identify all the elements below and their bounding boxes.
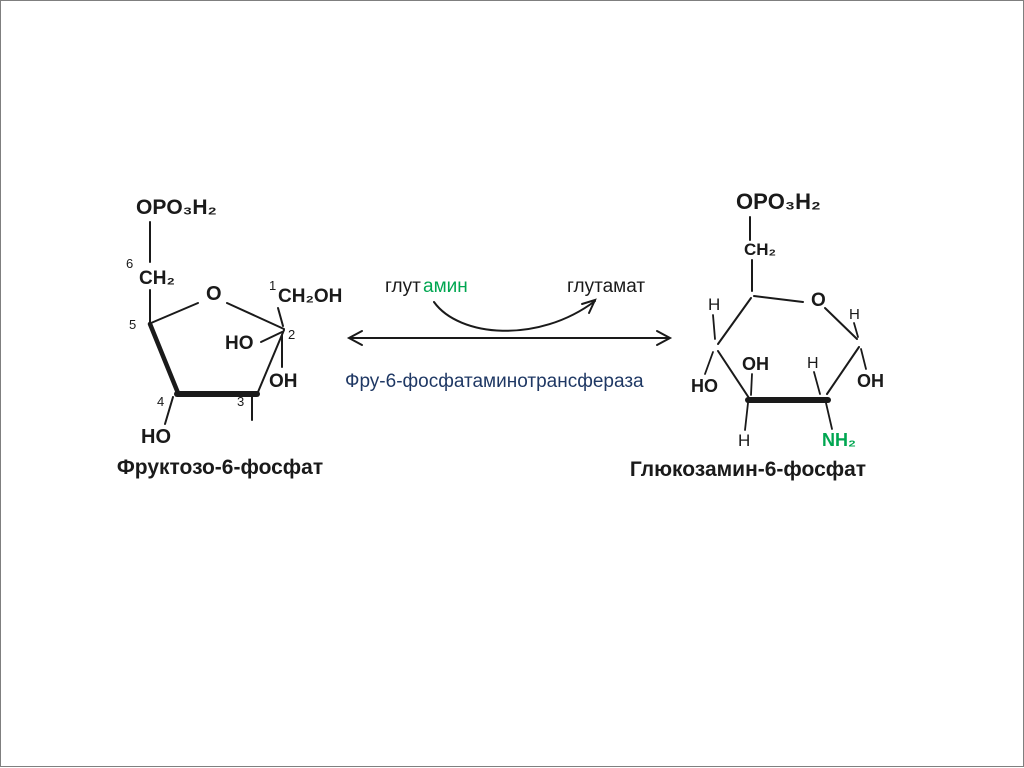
glucosamine-h-c3-label: H bbox=[738, 431, 750, 450]
fructose-ch2-label: CH₂ bbox=[139, 268, 175, 289]
enzyme-name-label: Фру-6-фосфатаминотрансфераза bbox=[345, 371, 644, 392]
fructose-ring-oxygen-label: O bbox=[206, 283, 222, 305]
fructose-carbon-6-number: 6 bbox=[126, 256, 133, 271]
reversible-reaction-arrow bbox=[346, 330, 673, 346]
glucosamine-ring-oxygen-label: O bbox=[811, 290, 826, 311]
glucosamine-bonds bbox=[704, 216, 867, 431]
fructose-6-phosphate-structure: OPO₃H₂ 6 CH₂ O 1 CH₂OH 5 HO 2 OH 4 3 HO … bbox=[117, 196, 343, 479]
glucosamine-phosphate-label: OPO₃H₂ bbox=[736, 189, 821, 214]
fructose-carbon-1-number: 1 bbox=[269, 278, 276, 293]
fructose-carbon-5-number: 5 bbox=[129, 317, 136, 332]
fructose-phosphate-label: OPO₃H₂ bbox=[136, 196, 217, 219]
glucosamine-h-c1-label: H bbox=[849, 306, 860, 323]
glucosamine-h-c2-label: H bbox=[807, 355, 819, 372]
fructose-hydroxyl-right-label: OH bbox=[269, 371, 298, 392]
glucosamine-hydroxyl-c3-label: OH bbox=[742, 354, 769, 374]
glucosamine-ch2-label: CH₂ bbox=[744, 240, 776, 259]
fructose-compound-name: Фруктозо-6-фосфат bbox=[117, 456, 323, 479]
cofactor-out-label: глутамат bbox=[567, 276, 645, 297]
fructose-carbon-2-number: 2 bbox=[288, 327, 295, 342]
fructose-hydroxyl-bottom-label: HO bbox=[141, 426, 171, 448]
glucosamine-6-phosphate-structure: OPO₃H₂ CH₂ H O H HO OH H OH H NH₂ Глюкоз… bbox=[630, 189, 884, 481]
fructose-ch2oh-label: CH₂OH bbox=[278, 286, 342, 307]
fructose-bonds bbox=[147, 221, 285, 425]
glucosamine-h-c4-label: H bbox=[708, 295, 720, 314]
glucosamine-hydroxyl-left-label: HO bbox=[691, 376, 718, 396]
fructose-carbon-4-number: 4 bbox=[157, 394, 164, 409]
fructose-carbon-3-number: 3 bbox=[237, 394, 244, 409]
cofactor-in-green-part: амин bbox=[423, 276, 468, 297]
cofactor-curved-arrow bbox=[433, 298, 597, 332]
cofactor-in-black-part: глут bbox=[385, 276, 421, 297]
fructose-hydroxyl-upper-label: HO bbox=[225, 333, 254, 354]
glucosamine-amino-group-label: NH₂ bbox=[822, 430, 856, 450]
glucosamine-compound-name: Глюкозамин-6-фосфат bbox=[630, 458, 866, 481]
glucosamine-hydroxyl-c1-label: OH bbox=[857, 371, 884, 391]
reaction-center: глут амин глутамат Фру-6-фосфатаминотран… bbox=[345, 276, 673, 392]
